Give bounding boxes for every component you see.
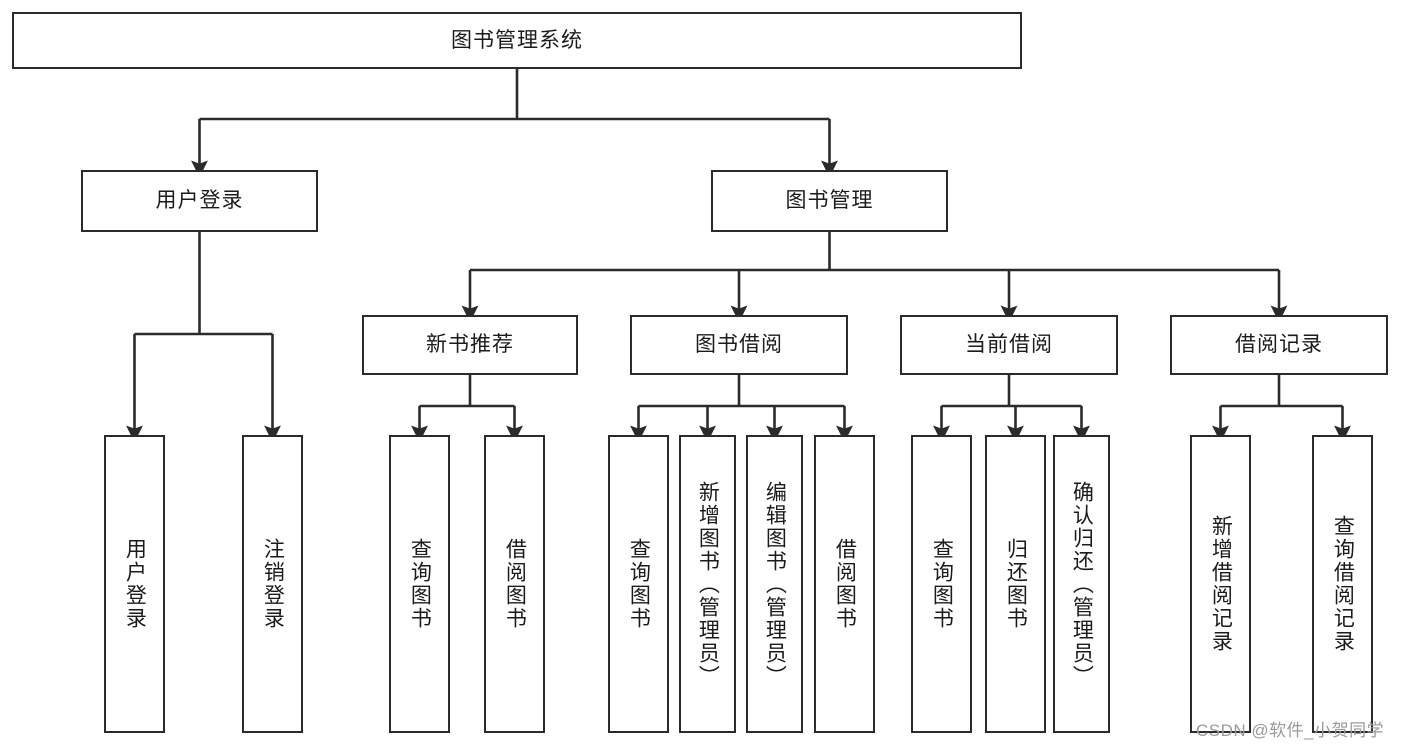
leaf-user-login-label: 用户登录: [123, 538, 147, 630]
leaf-newbook-query-book[interactable]: 查询图书: [389, 435, 450, 733]
leaf-record-query-record-label: 查询借阅记录: [1331, 515, 1355, 653]
node-book-borrow-label: 图书借阅: [695, 333, 783, 357]
leaf-newbook-borrow-book-label: 借阅图书: [503, 538, 527, 630]
node-user-login-label: 用户登录: [155, 189, 244, 213]
leaf-current-query-book-label: 查询图书: [930, 538, 954, 630]
leaf-current-query-book[interactable]: 查询图书: [911, 435, 972, 733]
leaf-newbook-borrow-book[interactable]: 借阅图书: [484, 435, 545, 733]
leaf-user-login[interactable]: 用户登录: [104, 435, 165, 733]
leaf-record-add-record[interactable]: 新增借阅记录: [1190, 435, 1251, 733]
leaf-current-return-book[interactable]: 归还图书: [985, 435, 1046, 733]
node-current-borrow-label: 当前借阅: [965, 333, 1053, 357]
leaf-logout[interactable]: 注销登录: [242, 435, 303, 733]
leaf-current-return-book-label: 归还图书: [1004, 538, 1028, 630]
leaf-borrow-add-book-admin-label: 新增图书（管理员）: [696, 480, 720, 688]
leaf-current-confirm-return-admin[interactable]: 确认归还（管理员）: [1053, 435, 1110, 733]
leaf-borrow-query-book-label: 查询图书: [627, 538, 651, 630]
node-user-login[interactable]: 用户登录: [81, 170, 318, 232]
leaf-borrow-borrow-book-label: 借阅图书: [833, 538, 857, 630]
leaf-record-query-record[interactable]: 查询借阅记录: [1312, 435, 1373, 733]
node-book-management[interactable]: 图书管理: [711, 170, 948, 232]
node-borrow-record[interactable]: 借阅记录: [1170, 315, 1388, 375]
node-book-management-label: 图书管理: [785, 189, 874, 213]
leaf-current-confirm-return-admin-label: 确认归还（管理员）: [1070, 480, 1094, 688]
leaf-borrow-query-book[interactable]: 查询图书: [608, 435, 669, 733]
leaf-borrow-edit-book-admin[interactable]: 编辑图书（管理员）: [746, 435, 803, 733]
node-new-book-recommend-label: 新书推荐: [426, 333, 514, 357]
node-root[interactable]: 图书管理系统: [12, 12, 1022, 69]
node-borrow-record-label: 借阅记录: [1235, 333, 1323, 357]
node-new-book-recommend[interactable]: 新书推荐: [362, 315, 578, 375]
leaf-record-add-record-label: 新增借阅记录: [1209, 515, 1233, 653]
csdn-watermark: CSDN @软件_小贺同学: [1196, 721, 1385, 740]
leaf-borrow-add-book-admin[interactable]: 新增图书（管理员）: [679, 435, 736, 733]
node-current-borrow[interactable]: 当前借阅: [900, 315, 1118, 375]
leaf-newbook-query-book-label: 查询图书: [408, 538, 432, 630]
leaf-borrow-edit-book-admin-label: 编辑图书（管理员）: [763, 480, 787, 688]
leaf-logout-label: 注销登录: [261, 538, 285, 630]
node-root-label: 图书管理系统: [451, 28, 583, 52]
node-book-borrow[interactable]: 图书借阅: [630, 315, 848, 375]
leaf-borrow-borrow-book[interactable]: 借阅图书: [814, 435, 875, 733]
